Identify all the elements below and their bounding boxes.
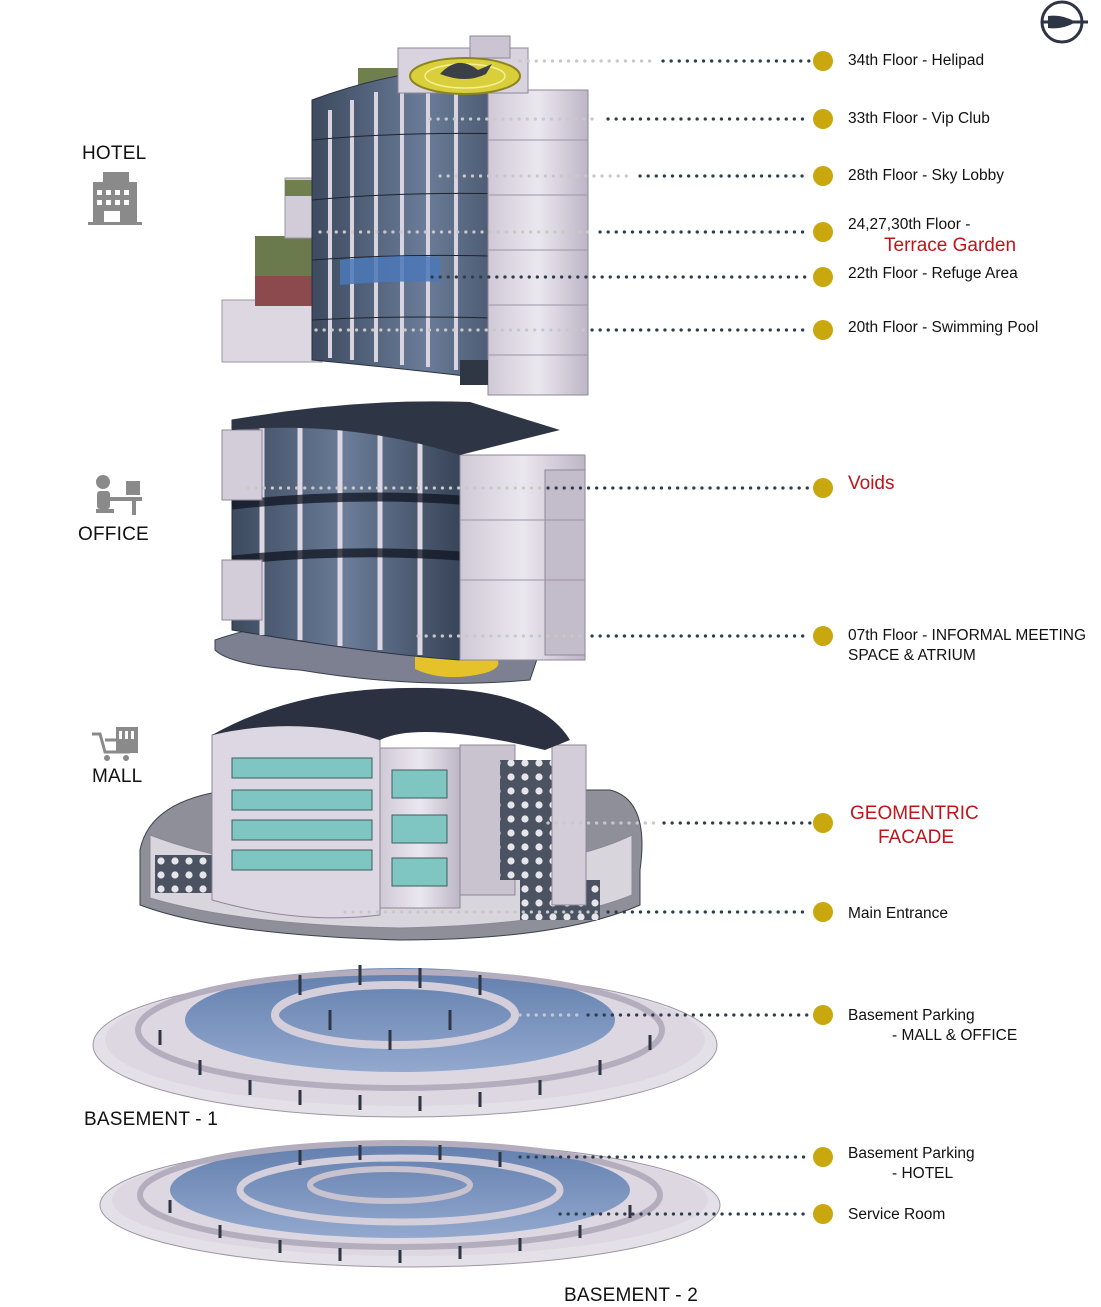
annotation-markers [813, 51, 833, 1224]
annotation-informal-meeting-line2: SPACE & ATRIUM [848, 646, 976, 666]
marker-basement-parking-mall [813, 1005, 833, 1025]
marker-main-entrance [813, 902, 833, 922]
marker-sky-lobby [813, 166, 833, 186]
annotation-geometric-facade-line1: GEOMENTRIC [850, 804, 979, 824]
zone-label-office: OFFICE [78, 524, 149, 546]
marker-service-room [813, 1204, 833, 1224]
annotation-basement-parking-hotel-line2: - HOTEL [892, 1164, 953, 1184]
annotation-service-room: Service Room [848, 1205, 945, 1225]
annotation-helipad: 34th Floor - Helipad [848, 51, 984, 71]
marker-swimming-pool [813, 320, 833, 340]
mall-cart-icon [92, 727, 138, 761]
marker-informal-meeting [813, 626, 833, 646]
annotation-terrace-garden-floor: 24,27,30th Floor - [848, 215, 970, 235]
office-block [215, 401, 585, 683]
marker-basement-parking-hotel [813, 1147, 833, 1167]
zone-label-hotel: HOTEL [82, 143, 146, 165]
annotation-refuge-area: 22th Floor - Refuge Area [848, 264, 1018, 284]
office-worker-icon [96, 475, 142, 515]
annotation-sky-lobby: 28th Floor - Sky Lobby [848, 166, 1004, 186]
annotation-informal-meeting-line1: 07th Floor - INFORMAL MEETING [848, 626, 1086, 646]
marker-refuge-area [813, 267, 833, 287]
compass-north-icon [1042, 2, 1088, 42]
annotation-swimming-pool: 20th Floor - Swimming Pool [848, 318, 1038, 338]
marker-vip-club [813, 109, 833, 129]
mall-block [140, 688, 642, 940]
marker-geometric-facade [813, 813, 833, 833]
annotation-main-entrance: Main Entrance [848, 904, 948, 924]
marker-helipad [813, 51, 833, 71]
annotation-geometric-facade-line2: FACADE [878, 828, 954, 848]
hotel-building-icon [88, 172, 142, 225]
basement-1-slab [93, 965, 717, 1117]
hotel-tower [222, 36, 588, 395]
annotation-vip-club: 33th Floor - Vip Club [848, 109, 990, 129]
basement-2-slab [100, 1142, 720, 1267]
annotation-voids: Voids [848, 474, 894, 494]
marker-voids [813, 478, 833, 498]
annotation-basement-parking-mall-line2: - MALL & OFFICE [892, 1026, 1017, 1046]
annotation-basement-parking-mall-line1: Basement Parking [848, 1006, 975, 1026]
marker-terrace-garden [813, 222, 833, 242]
annotation-terrace-garden: Terrace Garden [884, 236, 1016, 256]
zone-label-mall: MALL [92, 766, 142, 788]
annotation-basement-parking-hotel-line1: Basement Parking [848, 1144, 975, 1164]
zone-label-basement-1: BASEMENT - 1 [84, 1109, 218, 1131]
